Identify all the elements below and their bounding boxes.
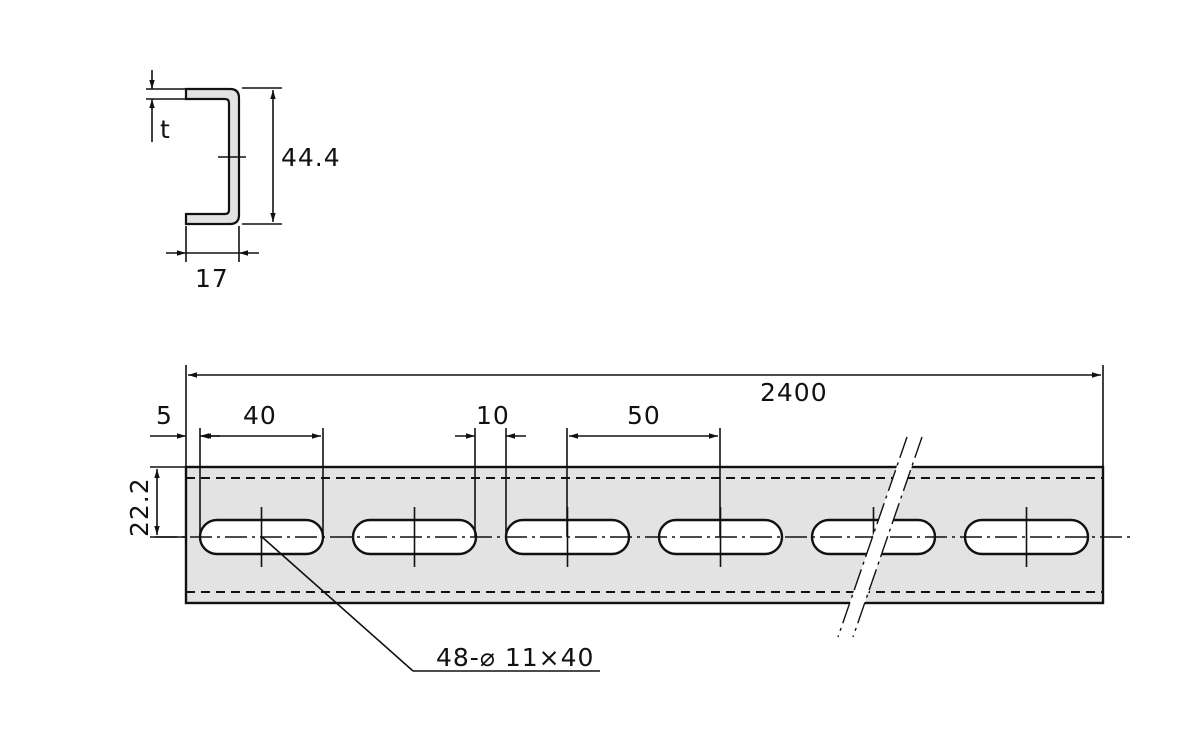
break-gap — [838, 437, 922, 637]
callout-leader — [261, 536, 414, 672]
pitch-label: 50 — [627, 401, 661, 430]
flange-label: 17 — [195, 264, 229, 293]
channel-cross-section: 44.4 17 t — [146, 70, 341, 293]
center-height-label: 22.2 — [125, 477, 154, 537]
slot-length-label: 40 — [243, 401, 277, 430]
offset-label: 5 — [156, 401, 173, 430]
rail-elevation: 2400 5 40 10 50 22.2 48-⌀ 11×40 — [125, 365, 1130, 672]
gap-label: 10 — [476, 401, 510, 430]
break-line-left — [837, 436, 908, 638]
channel-profile — [184, 87, 241, 226]
break-line-right — [852, 436, 923, 638]
rail-body — [184, 465, 1105, 605]
length-label: 2400 — [760, 378, 828, 407]
height-label: 44.4 — [281, 143, 341, 172]
thickness-label: t — [160, 115, 171, 144]
hole-callout-label: 48-⌀ 11×40 — [436, 643, 594, 672]
